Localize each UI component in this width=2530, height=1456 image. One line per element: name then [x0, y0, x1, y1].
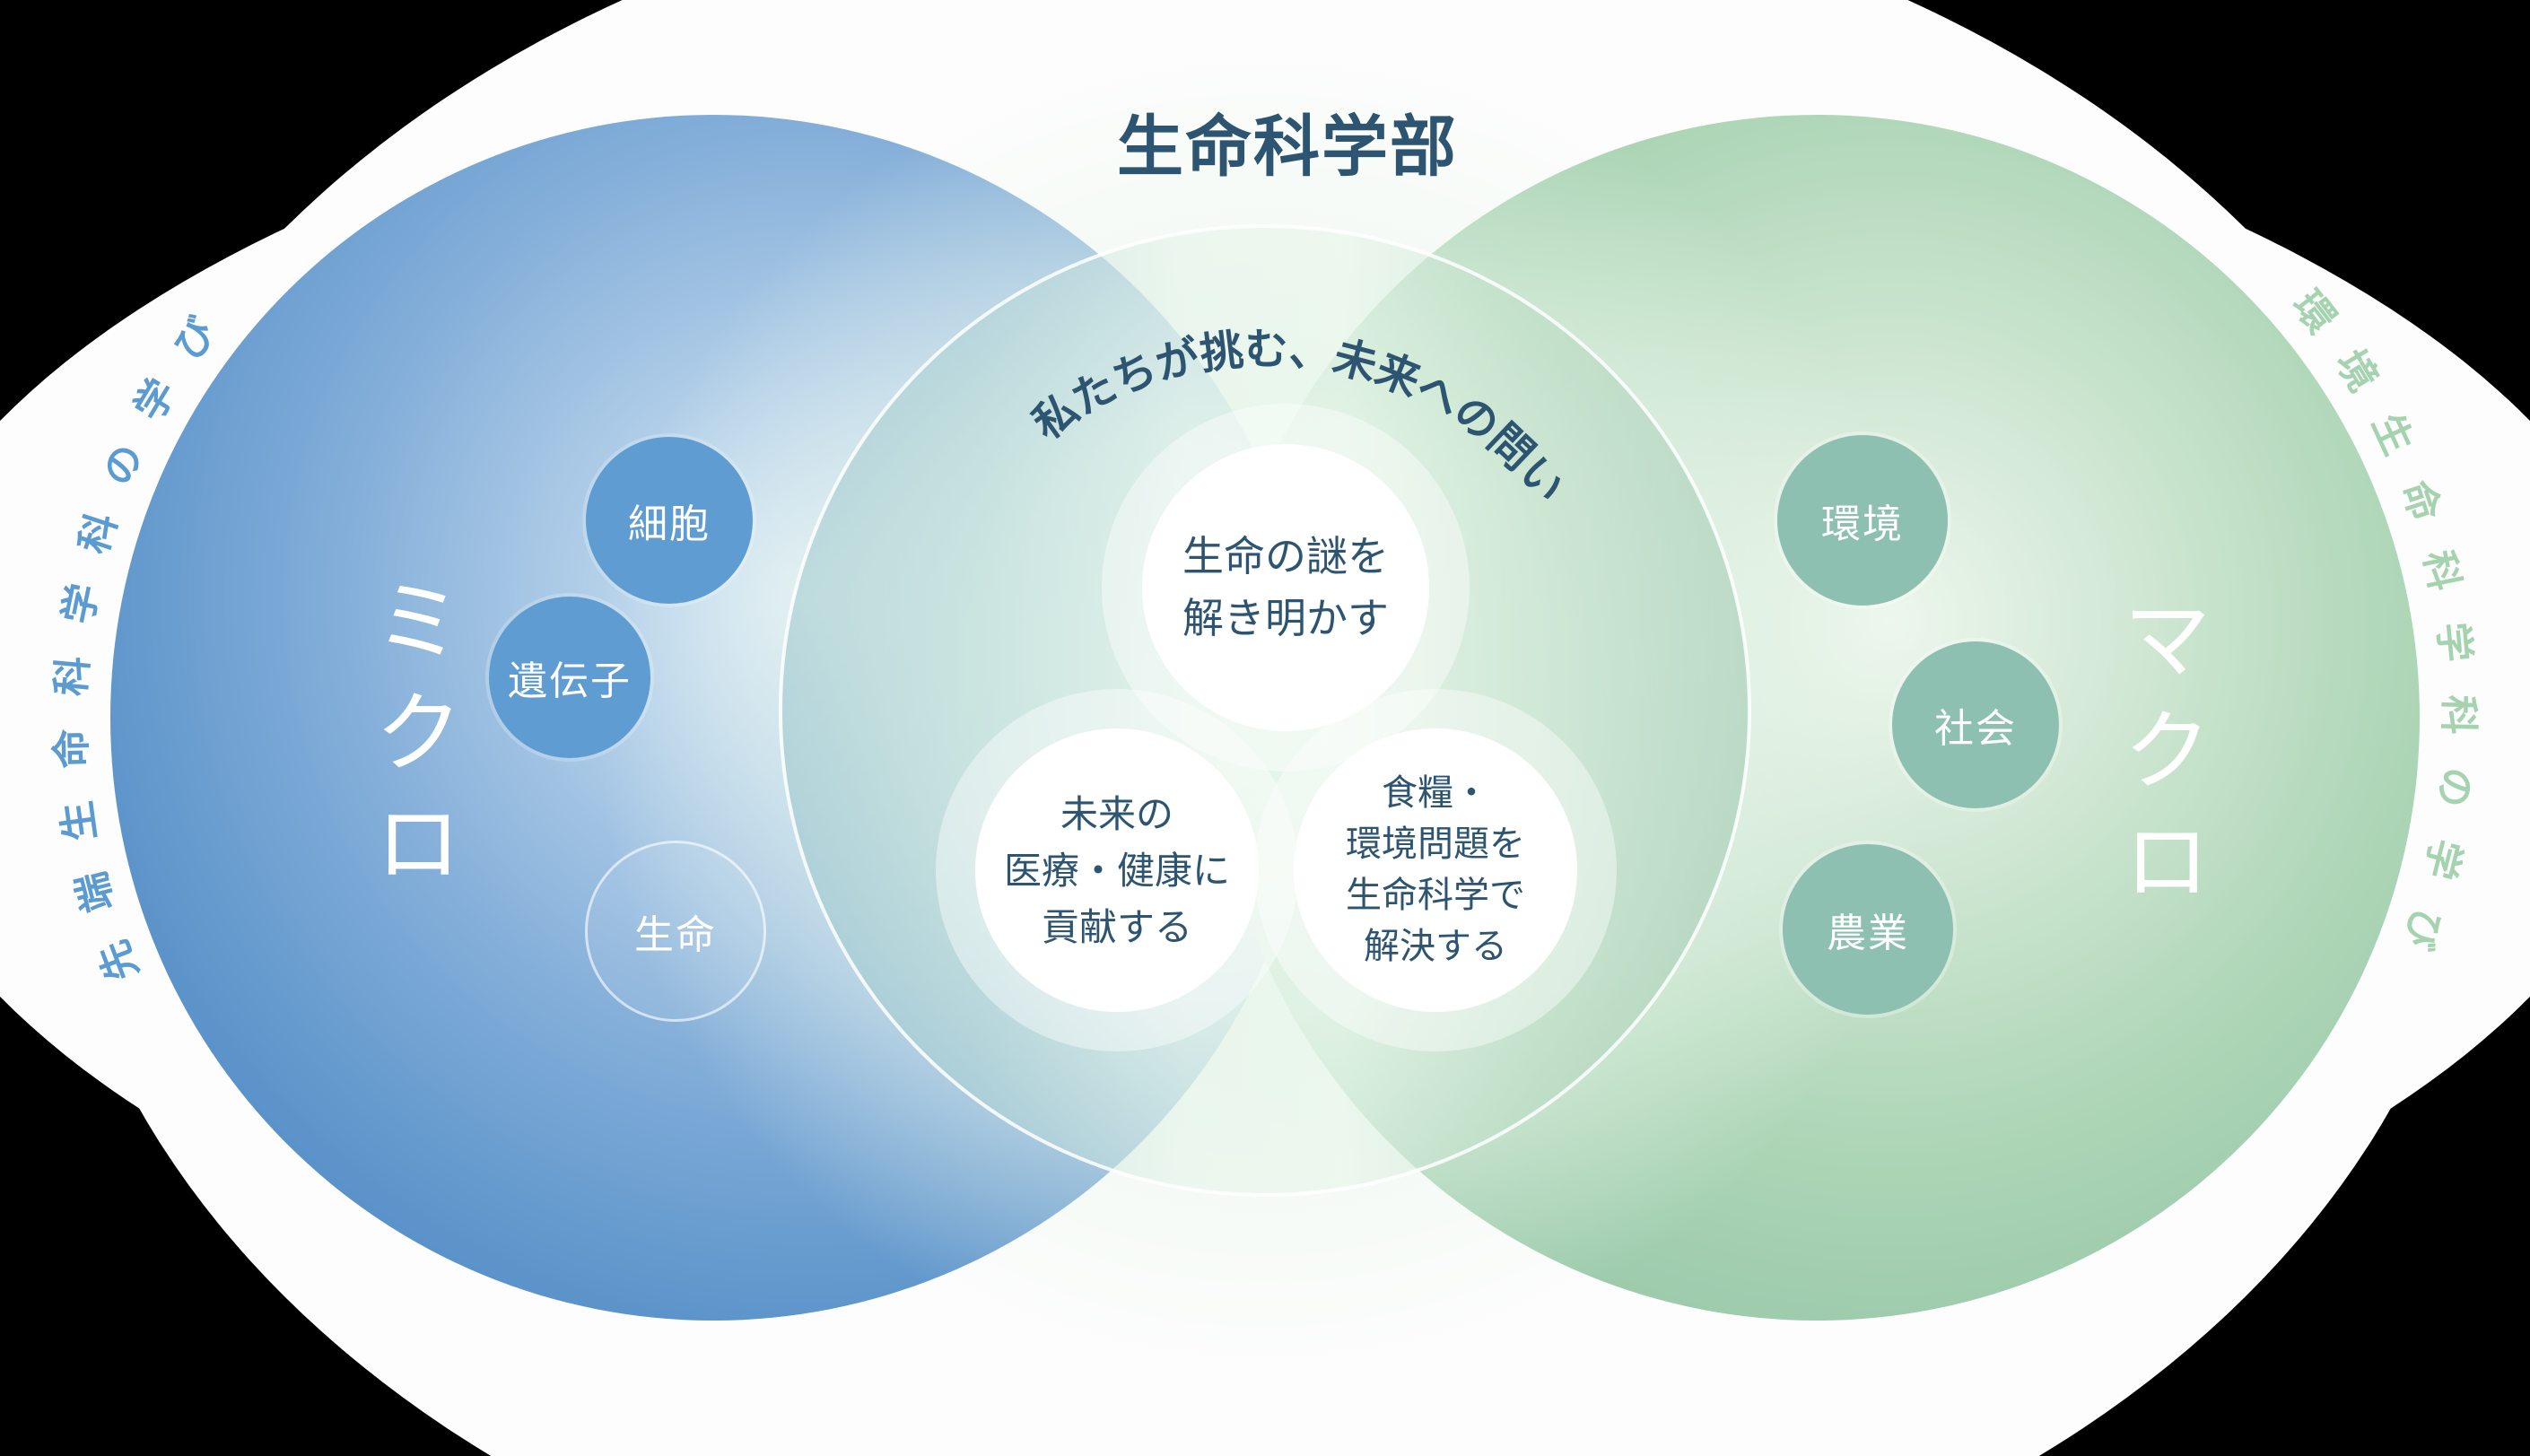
- macro-label: マクロ: [2108, 592, 2209, 926]
- topic-label-society: 社会: [1934, 707, 2017, 751]
- goal-circle-life-mystery: 生命の謎を 解き明かす: [1142, 444, 1429, 731]
- topic-circle-agriculture: 農業: [1783, 844, 1953, 1015]
- goal-circle-medicine-health: 未来の 医療・健康に 貢献する: [975, 728, 1259, 1012]
- goal-text-line: 解き明かす: [1182, 595, 1389, 641]
- topic-label-agriculture: 農業: [1827, 911, 1909, 955]
- goal-circle-food-environment: 食糧・ 環境問題を 生命科学で 解決する: [1294, 728, 1577, 1012]
- topic-label-life: 生命: [634, 913, 717, 957]
- topic-circle-society: 社会: [1892, 641, 2059, 808]
- goal-text-line: 環境問題を: [1346, 824, 1525, 865]
- goal-text-line: 解決する: [1364, 926, 1507, 966]
- topic-circle-life: 生命: [585, 841, 766, 1022]
- topic-circle-gene: 遺伝子: [489, 597, 650, 758]
- topic-label-cell: 細胞: [628, 502, 711, 546]
- goal-text-line: 医療・健康に: [1003, 849, 1230, 892]
- page-title: 生命科学部: [1117, 109, 1458, 184]
- topic-label-gene: 遺伝子: [508, 659, 632, 703]
- goal-text-line: 食糧・: [1382, 773, 1489, 814]
- goal-text-line: 生命科学で: [1346, 876, 1525, 915]
- goal-text-line: 未来の: [1060, 792, 1173, 835]
- goal-text-line: 貢献する: [1041, 905, 1192, 948]
- micro-label: ミクロ: [360, 574, 460, 908]
- topic-label-environment: 環境: [1821, 502, 1904, 546]
- topic-circle-cell: 細胞: [586, 437, 753, 604]
- goal-text-line: 生命の謎を: [1182, 533, 1389, 580]
- topic-circle-environment: 環境: [1777, 435, 1948, 606]
